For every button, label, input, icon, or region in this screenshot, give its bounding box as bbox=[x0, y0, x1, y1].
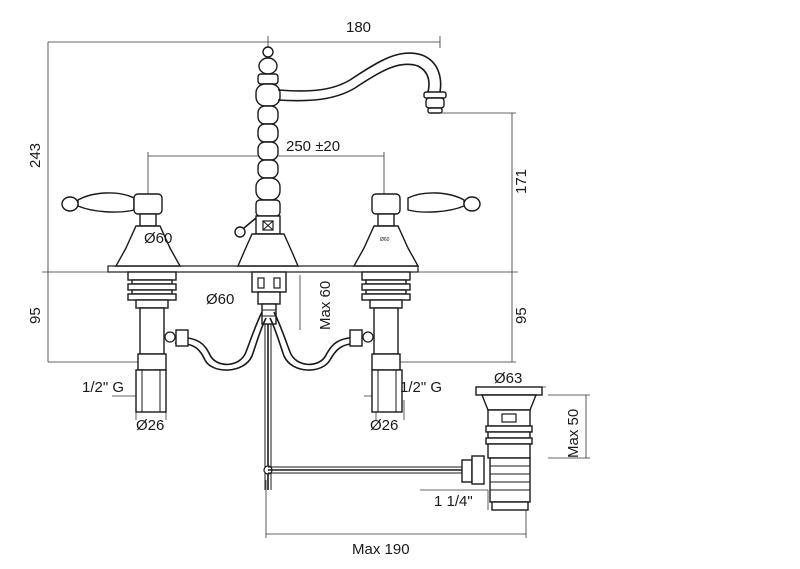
dim-spout-base: Ø60 bbox=[206, 291, 234, 308]
deck-plate bbox=[107, 265, 419, 273]
dim-right-thread: 1/2" G bbox=[400, 379, 442, 396]
right-valve bbox=[352, 192, 481, 413]
spout bbox=[234, 46, 447, 490]
dim-left-handle-base: Ø60 bbox=[144, 230, 172, 247]
dim-center-distance: 250 ±20 bbox=[286, 138, 340, 155]
dim-right-below-deck: 95 bbox=[513, 307, 530, 324]
left-valve bbox=[61, 192, 182, 413]
dim-spout-height: 171 bbox=[513, 169, 530, 194]
dim-max-deck: Max 60 bbox=[317, 281, 334, 330]
dim-left-below-deck: 95 bbox=[27, 307, 44, 324]
dim-right-pipe: Ø26 bbox=[370, 417, 398, 434]
dim-right-handle-base: Ø60 bbox=[380, 237, 390, 243]
dim-waste-thread: 1 1/4" bbox=[434, 493, 473, 510]
pop-up-waste bbox=[268, 386, 543, 511]
dim-waste-top: Ø63 bbox=[494, 370, 522, 387]
dim-overall-height: 243 bbox=[27, 143, 44, 168]
dim-rod-length: Max 190 bbox=[352, 541, 410, 558]
dim-waste-height: Max 50 bbox=[565, 409, 582, 458]
dim-left-pipe: Ø26 bbox=[136, 417, 164, 434]
flex-hoses bbox=[174, 311, 363, 371]
dim-left-thread: 1/2" G bbox=[82, 379, 124, 396]
dim-spout-reach: 180 bbox=[346, 19, 371, 36]
